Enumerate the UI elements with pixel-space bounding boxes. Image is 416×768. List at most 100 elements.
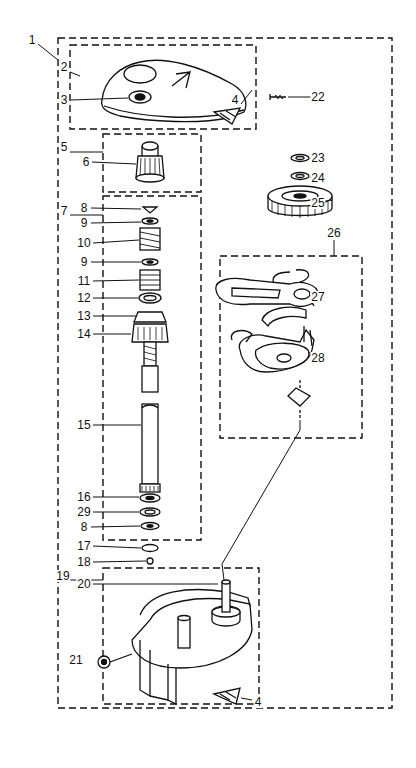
callout-number: 27 (310, 291, 325, 303)
drawing-stroke (178, 616, 190, 621)
washer (142, 545, 158, 552)
callout-number: 5 (60, 141, 69, 153)
drawing-stroke (231, 331, 252, 342)
drawing-stroke (134, 312, 166, 322)
callout-number: 14 (76, 328, 91, 340)
drawing-stroke (140, 484, 160, 492)
drawing-stroke (222, 580, 230, 584)
drawing-stroke (136, 174, 164, 182)
drawing-stroke (144, 346, 156, 361)
drawing-stroke (142, 259, 158, 265)
drawing-stroke (291, 173, 309, 180)
callout-number: 24 (310, 172, 325, 184)
drawing-stroke (140, 270, 160, 290)
drawing-stroke (140, 508, 160, 516)
drawing-stroke (222, 420, 300, 580)
drawing-stroke (150, 696, 168, 700)
drawing-stroke (220, 692, 236, 700)
drawing-stroke (135, 94, 145, 100)
drawing-stroke (70, 152, 103, 153)
drawing-stroke (98, 656, 110, 668)
gear (268, 155, 332, 219)
drawing-stroke (93, 425, 141, 426)
drawing-stroke (277, 354, 291, 362)
drawing-stroke (296, 270, 309, 282)
callout-number: 20 (76, 578, 91, 590)
drawing-stroke (241, 698, 252, 700)
drawing-stroke (256, 343, 309, 369)
drawing-stroke (232, 288, 280, 298)
callout-number: 3 (60, 94, 69, 106)
drawing-stroke (216, 278, 318, 306)
drawing-stroke (274, 95, 284, 99)
callout-number: 9 (80, 256, 89, 268)
drawing-stroke (70, 215, 103, 216)
drawing-stroke (93, 240, 139, 243)
callout-number: 4 (231, 94, 240, 106)
wedge (214, 688, 240, 704)
group-box (58, 38, 392, 708)
shaft-parts (132, 207, 168, 530)
plug (98, 654, 132, 668)
drawing-stroke (145, 510, 155, 514)
drawing-stroke (93, 334, 131, 335)
callout-number: 26 (326, 227, 341, 239)
drawing-stroke (304, 326, 312, 346)
callout-number: 23 (310, 152, 325, 164)
callout-number: 28 (310, 352, 325, 364)
callout-number: 1 (28, 34, 37, 46)
drawing-stroke (70, 45, 256, 129)
callout-number: 18 (76, 556, 91, 568)
lever (216, 278, 318, 306)
callout-number: 8 (80, 521, 89, 533)
drawing-stroke (93, 280, 139, 281)
drawing-stroke (262, 307, 306, 326)
drawing-stroke (129, 91, 151, 103)
callout-number: 29 (76, 506, 91, 518)
drawing-stroke (91, 208, 141, 209)
drawing-stroke (334, 240, 335, 256)
drawing-stroke (102, 660, 107, 665)
drawing-stroke (38, 44, 58, 60)
drawing-stroke (146, 496, 154, 499)
callout-number: 21 (68, 654, 83, 666)
callout-number: 10 (76, 237, 91, 249)
drawing-stroke (299, 380, 300, 420)
drawing-stroke (91, 526, 140, 527)
drawing-stroke (143, 207, 157, 213)
callout-number: 4 (254, 696, 263, 708)
drawing-stroke (110, 654, 132, 662)
drawing-stroke (132, 324, 168, 342)
drawing-stroke (139, 293, 161, 303)
drawing-stroke (220, 111, 236, 120)
drawing-stroke (140, 494, 160, 502)
drawing-stroke (140, 232, 160, 248)
drawing-stroke (93, 546, 141, 548)
gearcase-base (132, 580, 252, 704)
drawing-stroke (93, 497, 139, 498)
callout-number: 17 (76, 540, 91, 552)
drawing-stroke (296, 157, 304, 160)
drawing-stroke (142, 142, 158, 150)
drawing-stroke (91, 262, 141, 263)
drawing-stroke (270, 94, 286, 100)
drawing-stroke (124, 65, 156, 83)
drawing-stroke (288, 388, 310, 406)
spring (231, 331, 309, 369)
callout-number: 25 (310, 197, 325, 209)
callout-number: 7 (60, 205, 69, 217)
callout-number: 6 (82, 156, 91, 168)
drawing-stroke (103, 568, 259, 704)
drawing-stroke (142, 146, 158, 156)
drawing-stroke (147, 525, 153, 528)
drawing-stroke (142, 405, 158, 408)
drawing-stroke (214, 108, 240, 124)
drawing-stroke (70, 72, 80, 76)
drawing-stroke (140, 275, 160, 285)
bearing (129, 91, 151, 103)
drawing-stroke (142, 218, 158, 224)
drawing-stroke (141, 523, 159, 530)
drawing-stroke (288, 97, 311, 98)
drawing-stroke (92, 162, 136, 164)
